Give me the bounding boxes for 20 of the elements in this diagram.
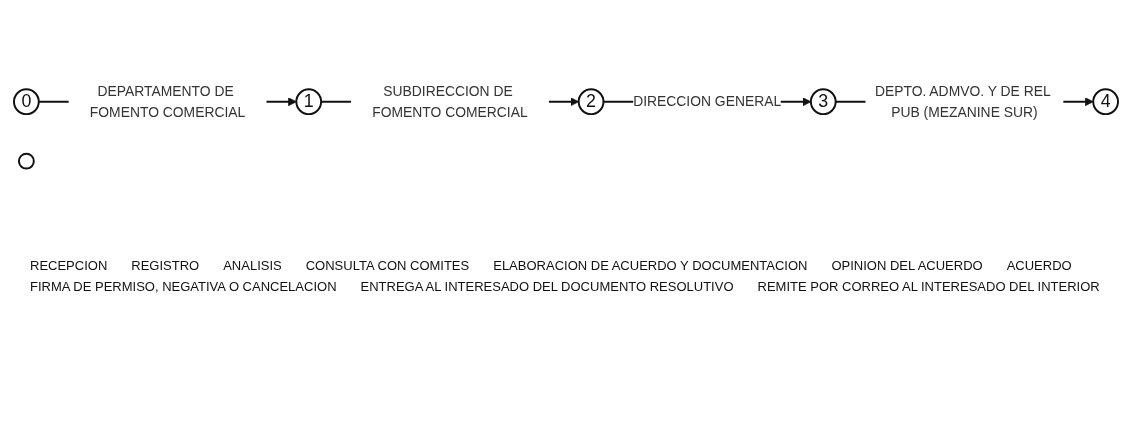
node-circle: 0 [13, 88, 40, 116]
node-circle: 2 [577, 88, 605, 116]
node-circle: 4 [1092, 88, 1119, 116]
activity-note: ENTREGA AL INTERESADO DEL DOCUMENTO RESOLUTIVO [360, 279, 734, 294]
activity-note: OPINION DEL ACUERDO [831, 258, 983, 273]
node-circle [17, 153, 35, 170]
activity-note: RECEPCION [30, 258, 108, 273]
edge-label: DEPTO. ADMVO. Y DE REL PUB (MEZANINE SUR) [874, 83, 1051, 120]
activity-note: ACUERDO [1006, 258, 1072, 273]
edge-label: SUBDIRECCION DE FOMENTO COMERCIAL [372, 83, 528, 120]
activity-note: REGISTRO [131, 258, 200, 273]
activity-note: REMITE POR CORREO AL INTERESADO DEL INTERIOR [757, 279, 1100, 294]
node-circle: 1 [295, 88, 323, 116]
activity-note: FIRMA DE PERMISO, NEGATIVA O CANCELACION [30, 279, 337, 294]
activity-note: CONSULTA CON COMITES [305, 258, 470, 273]
node-circle: 3 [809, 88, 837, 116]
activity-note: ELABORACION DE ACUERDO Y DOCUMENTACION [493, 258, 808, 273]
edge-label: DEPARTAMENTO DE FOMENTO COMERCIAL [89, 83, 246, 120]
activity-note: ANALISIS [223, 258, 282, 273]
edge-label: DIRECCION GENERAL [633, 93, 782, 110]
